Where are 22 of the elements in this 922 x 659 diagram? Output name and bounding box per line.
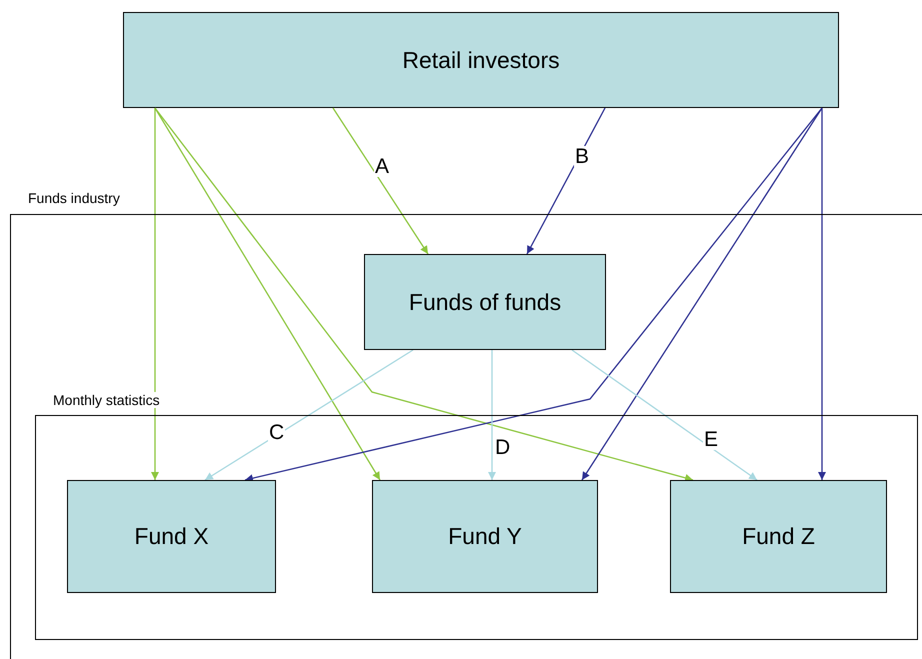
arrow xyxy=(332,108,429,254)
process-box: Fund Y xyxy=(372,480,598,593)
arrow xyxy=(154,108,381,480)
edge-label: C xyxy=(268,422,286,443)
arrow xyxy=(151,108,159,480)
process-box: Retail investors xyxy=(123,12,839,108)
process-box: Fund Z xyxy=(670,480,887,593)
arrow xyxy=(572,349,758,481)
arrow xyxy=(244,108,822,482)
edge-label: E xyxy=(703,429,720,450)
arrow xyxy=(581,108,823,480)
arrow xyxy=(818,108,826,480)
arrow xyxy=(154,108,694,482)
edge-label: B xyxy=(574,146,590,167)
arrow xyxy=(204,349,414,481)
process-box: Funds of funds xyxy=(364,254,606,350)
process-box: Fund X xyxy=(67,480,276,593)
arrow xyxy=(526,108,606,254)
edge-label: A xyxy=(374,156,390,177)
arrow xyxy=(488,350,496,480)
group-heading: Funds industry xyxy=(28,190,120,206)
group-heading: Monthly statistics xyxy=(53,392,160,408)
